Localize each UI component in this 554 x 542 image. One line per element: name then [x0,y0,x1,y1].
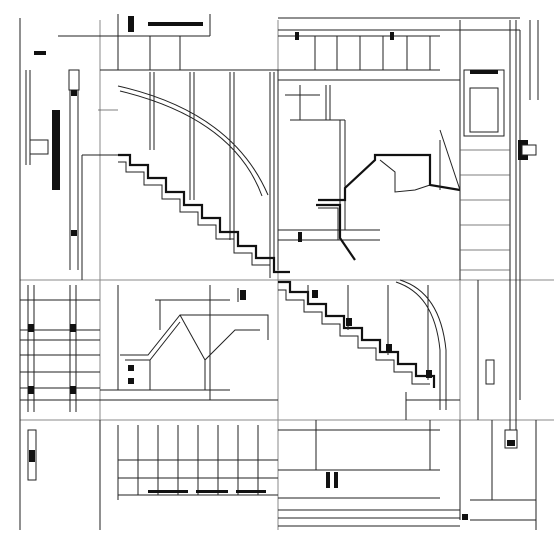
tile-lower-stair-run [278,279,495,420]
tile-bottom-railing-elevation [117,420,460,527]
tile-right-column-detail [459,20,539,430]
tile-left-balustrade-elevation [19,280,100,530]
tile-top-left-wall-section [19,14,278,280]
tile-bottom-left-post-detail [19,420,101,530]
tile-top-right-railing-elevation [277,17,520,270]
tile-bottom-right-base-detail [459,420,537,530]
tile-landing-plan [100,285,278,401]
tile-upper-stair-run [100,72,290,278]
